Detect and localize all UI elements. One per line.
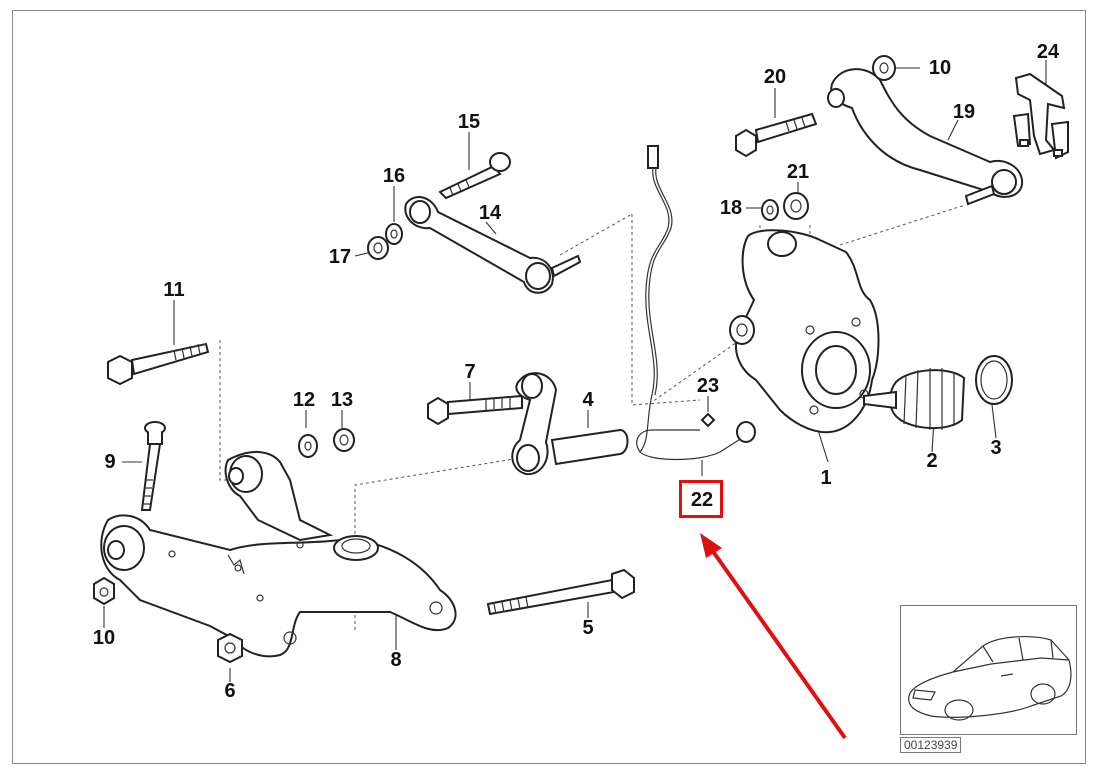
car-icon xyxy=(908,636,1072,721)
part-label-24[interactable]: 24 xyxy=(1036,41,1060,63)
part-label-22[interactable]: 22 xyxy=(690,489,714,511)
part-label-8[interactable]: 8 xyxy=(390,649,402,671)
part-label-15[interactable]: 15 xyxy=(457,111,481,133)
nut-6 xyxy=(217,632,243,664)
part-label-11[interactable]: 11 xyxy=(163,279,185,301)
circlip-3 xyxy=(975,355,1013,405)
part-label-14[interactable]: 14 xyxy=(478,202,502,224)
bolt-7 xyxy=(427,394,523,426)
bushing-21 xyxy=(783,192,809,220)
part-label-7[interactable]: 7 xyxy=(464,361,476,383)
leader-lines xyxy=(103,60,1047,682)
link-4 xyxy=(511,372,629,476)
part-label-3[interactable]: 3 xyxy=(990,437,1002,459)
washer-16 xyxy=(385,223,403,245)
part-label-19[interactable]: 19 xyxy=(952,101,976,123)
bracket-24 xyxy=(1012,72,1069,160)
bushing-18 xyxy=(761,199,779,221)
bolt-5 xyxy=(486,568,635,616)
upper-arm-19 xyxy=(827,68,1024,206)
washer-12 xyxy=(298,434,318,458)
part-label-12[interactable]: 12 xyxy=(292,389,316,411)
wheel-carrier-1 xyxy=(729,229,880,434)
part-label-5[interactable]: 5 xyxy=(582,617,594,639)
subframe-8 xyxy=(100,451,457,658)
part-label-21[interactable]: 21 xyxy=(786,161,810,183)
nut-10-upper xyxy=(872,55,896,81)
nut-13 xyxy=(333,428,355,452)
bolt-20 xyxy=(735,112,818,158)
part-label-6[interactable]: 6 xyxy=(224,680,236,702)
part-label-9[interactable]: 9 xyxy=(104,451,116,473)
part-label-4[interactable]: 4 xyxy=(582,389,594,411)
part-label-18[interactable]: 18 xyxy=(719,197,743,219)
part-label-2[interactable]: 2 xyxy=(926,450,938,472)
nut-10-lower xyxy=(93,576,115,606)
car-inset xyxy=(900,605,1077,735)
part-label-23[interactable]: 23 xyxy=(696,375,720,397)
part-label-1[interactable]: 1 xyxy=(820,467,832,489)
bolt-9 xyxy=(140,421,166,511)
nut-17 xyxy=(367,236,389,260)
part-label-16[interactable]: 16 xyxy=(382,165,406,187)
part-label-10-upper[interactable]: 10 xyxy=(928,57,952,79)
sensor-cable-22 xyxy=(636,145,756,461)
part-label-13[interactable]: 13 xyxy=(330,389,354,411)
red-arrow xyxy=(700,533,847,740)
part-label-17[interactable]: 17 xyxy=(328,246,352,268)
bolt-15 xyxy=(438,152,511,200)
screw-23 xyxy=(700,412,716,428)
boot-2 xyxy=(863,368,966,430)
part-label-20[interactable]: 20 xyxy=(763,66,787,88)
bolt-11 xyxy=(107,342,210,386)
highlight-box-22 xyxy=(679,480,723,518)
diagram-code: 00123939 xyxy=(900,737,962,753)
part-label-10-lower[interactable]: 10 xyxy=(92,627,116,649)
link-14 xyxy=(404,196,582,294)
